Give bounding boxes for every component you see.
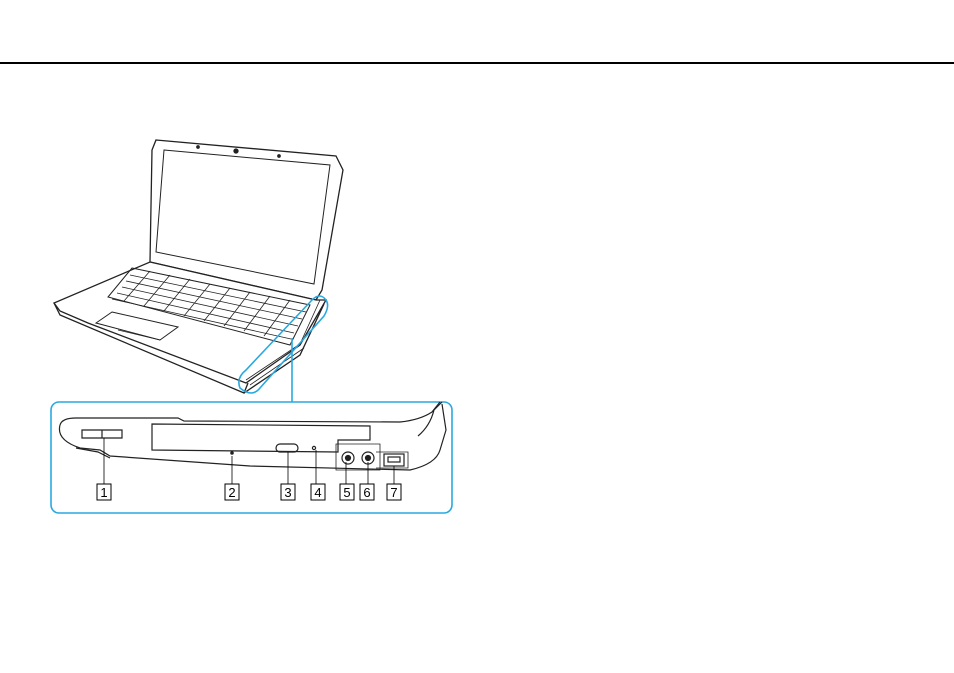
callout-2-label: 2	[228, 485, 235, 500]
callout-3: 3	[281, 484, 295, 500]
callout-leaders	[104, 438, 394, 484]
laptop-illustration	[54, 140, 343, 393]
callout-5-label: 5	[343, 485, 350, 500]
callout-4-label: 4	[314, 485, 321, 500]
callout-3-label: 3	[284, 485, 291, 500]
callout-4: 4	[311, 484, 325, 500]
callout-7-label: 7	[390, 485, 397, 500]
callout-6: 6	[360, 484, 374, 500]
side-view-illustration	[59, 402, 446, 470]
callout-labels: 1 2 3 4 5 6 7	[97, 484, 401, 500]
callout-5: 5	[340, 484, 354, 500]
callout-7: 7	[387, 484, 401, 500]
callout-2: 2	[225, 484, 239, 500]
callout-1-label: 1	[100, 485, 107, 500]
callout-6-label: 6	[363, 485, 370, 500]
callout-1: 1	[97, 484, 111, 500]
